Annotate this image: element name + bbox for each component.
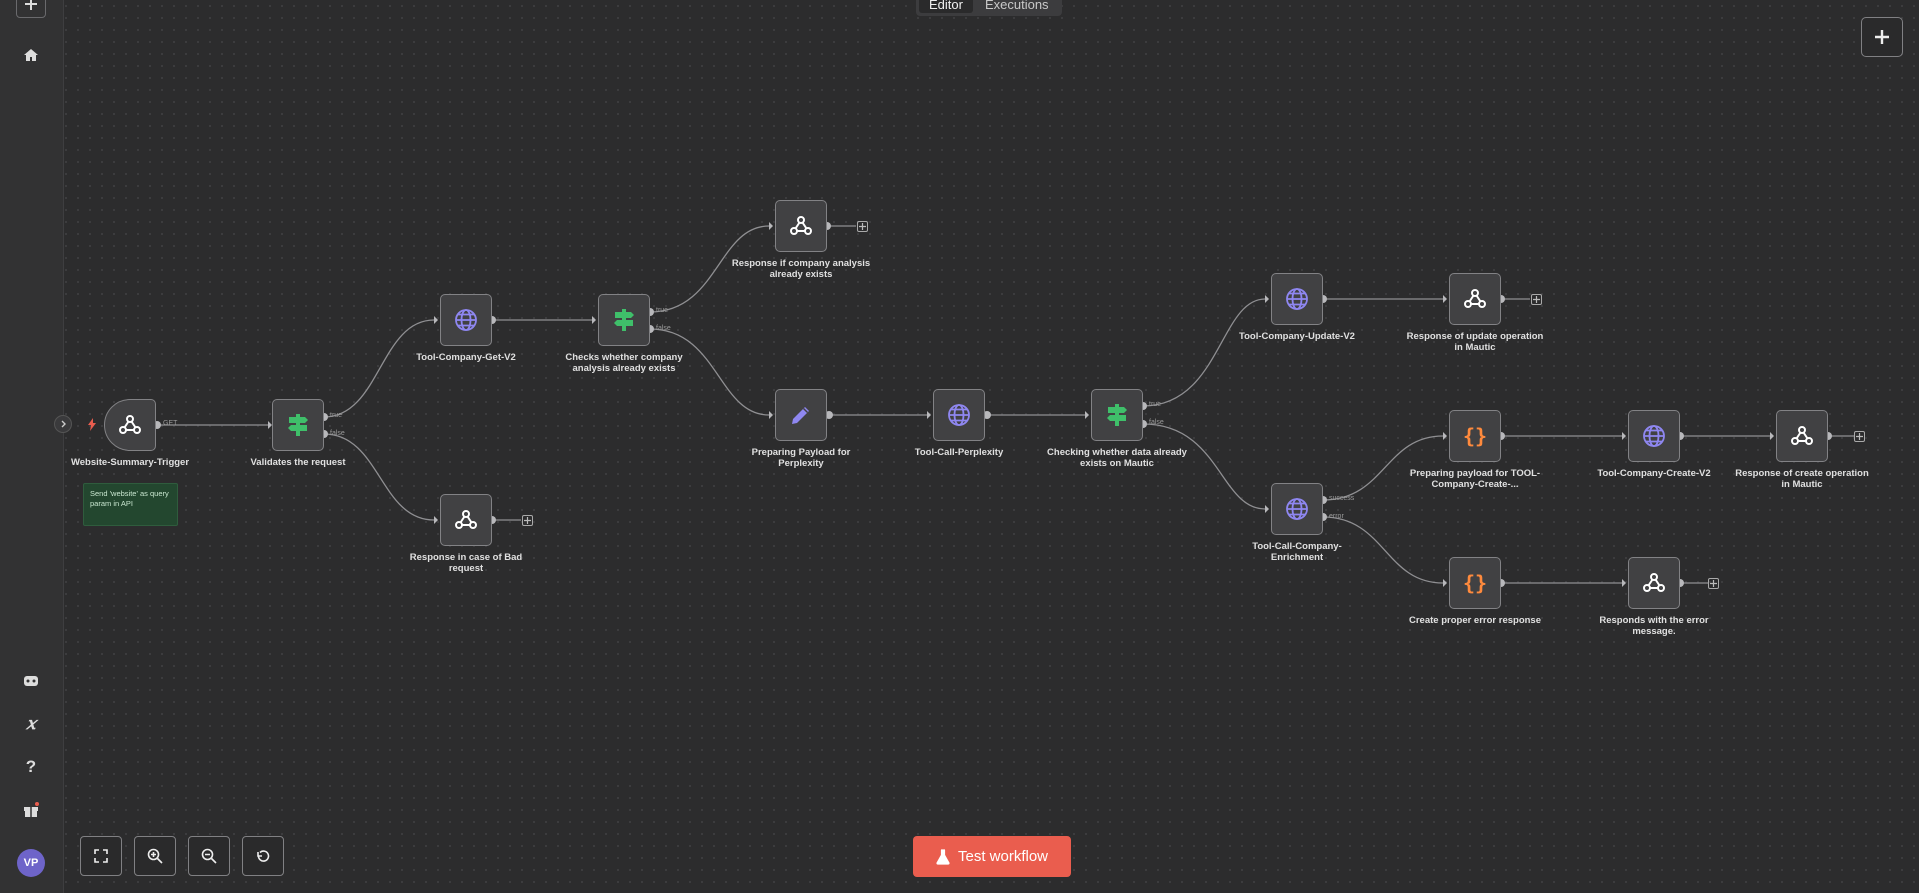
node-label: Preparing payload for TOOL-Company-Creat… [1409,468,1541,490]
left-sidebar: 𝑥 ? VP [0,0,64,893]
node-label: Validates the request [250,457,346,468]
variables-icon[interactable]: 𝑥 [26,714,36,734]
port-label-true: true [1149,401,1162,408]
node-create-error-response[interactable]: {} [1449,557,1501,609]
switch-icon [288,414,308,436]
home-icon[interactable] [16,40,46,70]
help-icon[interactable]: ? [25,757,37,776]
node-preparing-payload-create[interactable]: {} [1449,410,1501,462]
node-website-summary-trigger[interactable] [104,399,156,451]
node-label: Response of create operation in Mautic [1735,468,1869,490]
flask-icon [936,848,950,865]
node-label: Checking whether data already exists on … [1047,447,1187,469]
tab-executions[interactable]: Executions [984,0,1049,12]
port-label-true: true [330,412,343,419]
zoom-in-icon [147,848,163,864]
webhook-icon [119,415,141,434]
code-icon: {} [1462,424,1488,448]
node-preparing-payload-perplexity[interactable] [775,389,827,441]
node-label: Tool-Call-Perplexity [914,447,1004,458]
switch-icon [1107,404,1127,426]
globe-icon [1286,498,1308,520]
undo-icon [257,850,270,862]
node-tool-call-company-enrichment[interactable] [1271,483,1323,535]
add-connection-plus-icon[interactable] [1854,431,1865,442]
templates-icon[interactable] [16,666,46,696]
add-connection-plus-icon[interactable] [1531,294,1542,305]
add-connection-plus-icon[interactable] [857,221,868,232]
fit-view-button[interactable] [80,836,122,876]
zoom-out-button[interactable] [188,836,230,876]
switch-icon [614,309,634,331]
node-response-company-analysis-exists[interactable] [775,200,827,252]
reset-zoom-button[interactable] [242,836,284,876]
webhook-icon [1464,289,1486,308]
globe-icon [1643,425,1665,447]
port-label-false: false [1149,419,1164,426]
node-tool-company-get-v2[interactable] [440,294,492,346]
tab-editor[interactable]: Editor [919,0,973,13]
fit-view-icon [94,849,108,863]
node-response-bad-request[interactable] [440,494,492,546]
add-node-button[interactable] [1861,17,1903,57]
node-label: Response if company analysis already exi… [731,258,871,280]
node-label: Preparing Payload for Perplexity [751,447,851,469]
pencil-icon [792,407,809,424]
webhook-icon [1643,573,1665,592]
node-checks-company-analysis[interactable] [598,294,650,346]
node-validates-request[interactable] [272,399,324,451]
node-label: Tool-Call-Company-Enrichment [1252,541,1342,563]
node-label: Create proper error response [1409,615,1541,626]
avatar[interactable]: VP [17,849,45,877]
node-label: Responds with the error message. [1599,615,1709,637]
code-icon: {} [1462,571,1488,595]
node-checking-data-mautic[interactable] [1091,389,1143,441]
webhook-icon [1791,426,1813,445]
node-response-create-mautic[interactable] [1776,410,1828,462]
node-label: Checks whether company analysis already … [565,352,683,374]
node-tool-company-create-v2[interactable] [1628,410,1680,462]
globe-icon [948,404,970,426]
node-tool-call-perplexity[interactable] [933,389,985,441]
globe-icon [1286,288,1308,310]
node-response-update-mautic[interactable] [1449,273,1501,325]
editor-tabs: Editor Executions [916,0,1062,16]
test-workflow-label: Test workflow [957,848,1049,865]
port-label-error: error [1329,513,1344,520]
port-label-true: true [656,307,669,314]
zoom-in-button[interactable] [134,836,176,876]
node-label: Response of update operation in Mautic [1406,331,1544,353]
gift-icon[interactable] [16,795,46,825]
port-label-false: false [330,430,345,437]
node-label: Tool-Company-Create-V2 [1597,468,1711,479]
globe-icon [455,309,477,331]
add-connection-plus-icon[interactable] [522,515,533,526]
webhook-icon [455,510,477,529]
node-label: Website-Summary-Trigger [70,457,190,468]
zoom-out-icon [201,848,217,864]
test-workflow-button[interactable]: Test workflow [913,836,1071,877]
sticky-note[interactable]: Send 'website' as query param in API [83,483,178,526]
plus-icon[interactable] [16,0,46,18]
node-label: Response in case of Bad request [409,552,523,574]
expand-sidebar-chevron-icon[interactable] [54,415,72,433]
port-label-get: GET [163,420,178,427]
node-responds-error-message[interactable] [1628,557,1680,609]
node-tool-company-update-v2[interactable] [1271,273,1323,325]
add-connection-plus-icon[interactable] [1708,578,1719,589]
trigger-bolt-icon [88,418,96,436]
port-label-false: false [656,325,671,332]
port-label-success: success [1329,495,1355,502]
webhook-icon [790,216,812,235]
node-label: Tool-Company-Get-V2 [416,352,516,363]
node-label: Tool-Company-Update-V2 [1239,331,1355,342]
